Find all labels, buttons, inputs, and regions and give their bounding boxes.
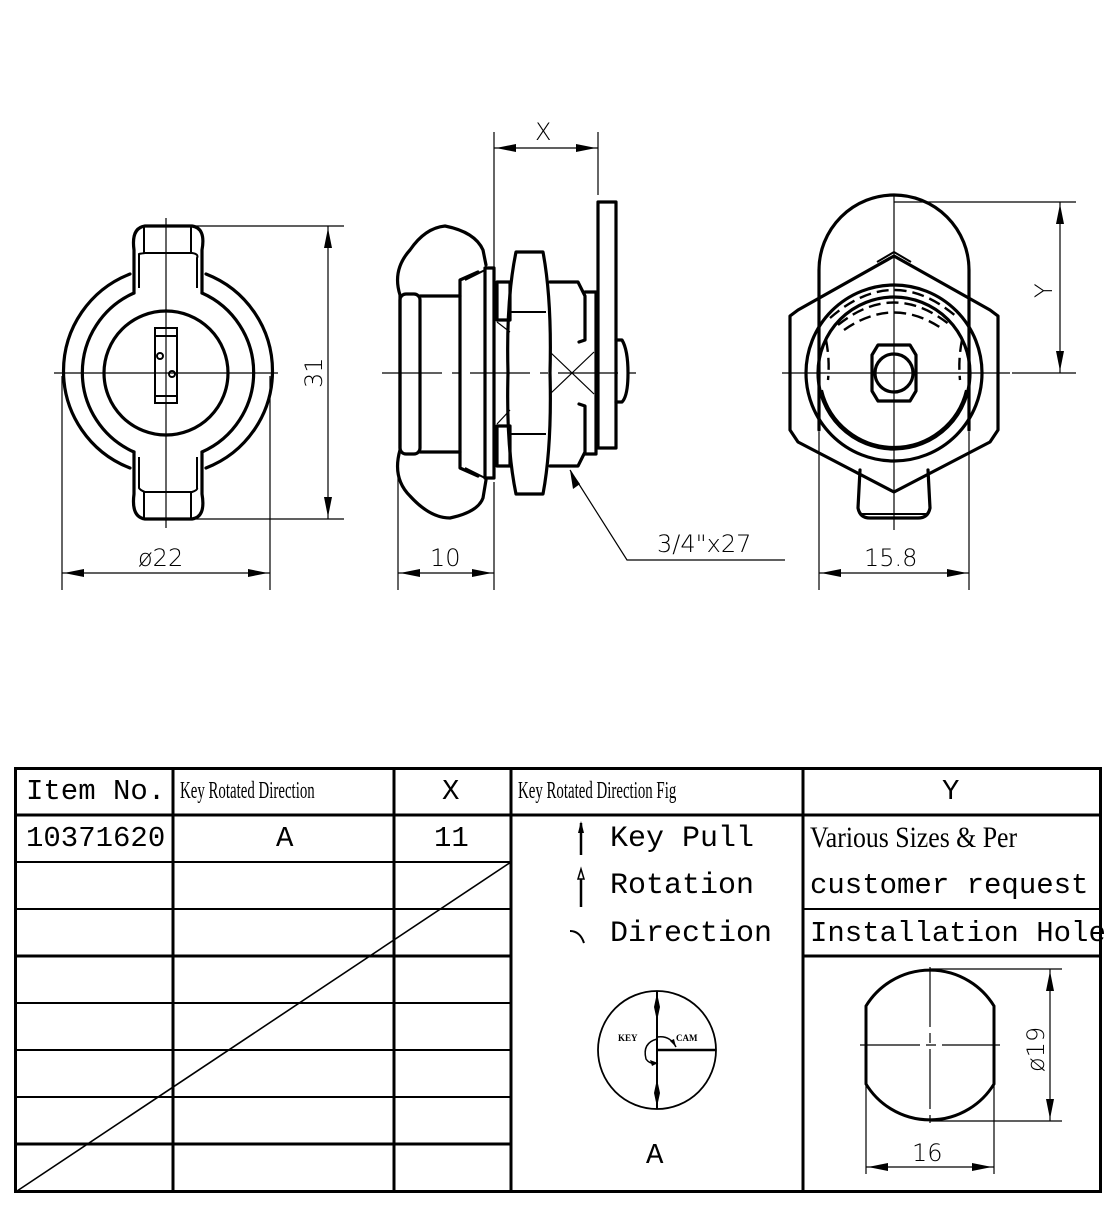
figure-caption: A [646,1139,664,1172]
side-hex-nut [506,250,552,496]
side-head-cylinder [398,292,422,456]
empty-rows-strike [16,861,512,1192]
table-border [14,767,1102,1193]
dim-arrows [400,569,492,577]
front-keyway-pin [156,352,164,360]
legend-key-pull: Key Pull [610,822,755,856]
key-rotation-figure [597,990,717,1110]
spec-table: ø19 16 Item No. Key Rotated Direction X … [14,767,1106,1193]
direction-icon [569,930,585,944]
side-cam [596,200,618,450]
header-item-no: Item No. [26,775,166,808]
side-view: X 10 3/4"x27 [382,118,785,590]
y-note-line1: Various Sizes & Per [810,821,1018,854]
thread-leader [569,469,785,561]
hole-diameter-dim: ø19 [1022,1027,1050,1072]
cam-rotation-arrow [670,1039,676,1047]
front-view: 31 ø22 [54,218,344,590]
axis-arrows [654,993,660,1107]
technical-drawing: 31 ø22 [54,118,1076,590]
dim-x-label: X [535,118,551,146]
front-top-wing-inner [137,226,199,288]
dim-arrows [496,144,596,152]
key-rotation-arrow [650,1060,658,1066]
back-hidden-line [829,288,959,319]
header-x: X [442,775,460,808]
back-view: Y 15.8 [782,193,1076,590]
side-head-neck [418,270,480,478]
legend-direction: Direction [610,917,773,951]
figure-cam-label: CAM [676,1033,698,1043]
dim-diameter-22: ø22 [138,544,183,572]
cell-item-no: 10371620 [26,822,166,855]
header-key-rotated-direction: Key Rotated Direction [180,778,315,804]
front-keyway-pin [168,370,176,378]
installation-hole-figure: ø19 16 [860,967,1062,1174]
back-screw-head [870,343,918,403]
cell-x: 11 [434,822,469,855]
back-hidden-line [824,339,830,381]
figure-key-label: KEY [618,1033,638,1043]
key-pull-icon [578,821,584,855]
side-cam-screw [614,338,630,404]
front-top-wing [131,224,205,295]
side-hex-nut-edges [511,311,546,435]
table-grid: ø19 16 [14,767,1102,1193]
front-bottom-wing-inner [138,457,199,519]
rotation-icon [576,866,586,907]
installation-hole-label: Installation Hole [810,917,1106,950]
legend-rotation: Rotation [610,869,755,903]
side-washer-bevel [464,269,486,479]
thread-callout: 3/4"x27 [657,530,751,558]
back-hidden-line [843,311,945,331]
dim-arrows [1056,204,1064,371]
dim-y-label: Y [1030,283,1058,298]
dim-depth-10: 10 [430,544,461,572]
side-shaft [548,280,587,468]
dim-width-15-8: 15.8 [864,544,917,572]
header-key-rotated-direction-fig: Key Rotated Direction Fig [518,778,677,804]
back-hidden-line [958,339,964,381]
front-bottom-wing [131,450,205,521]
header-y: Y [942,775,960,808]
front-outer-ring [61,272,275,470]
y-note-line2: customer request [810,869,1089,902]
installation-hole-outline [864,968,996,1122]
cell-key-rotated-direction: A [276,822,294,855]
hole-width-dim: 16 [912,1139,943,1167]
leader-arrow [570,470,580,489]
dim-height-31: 31 [300,357,328,388]
